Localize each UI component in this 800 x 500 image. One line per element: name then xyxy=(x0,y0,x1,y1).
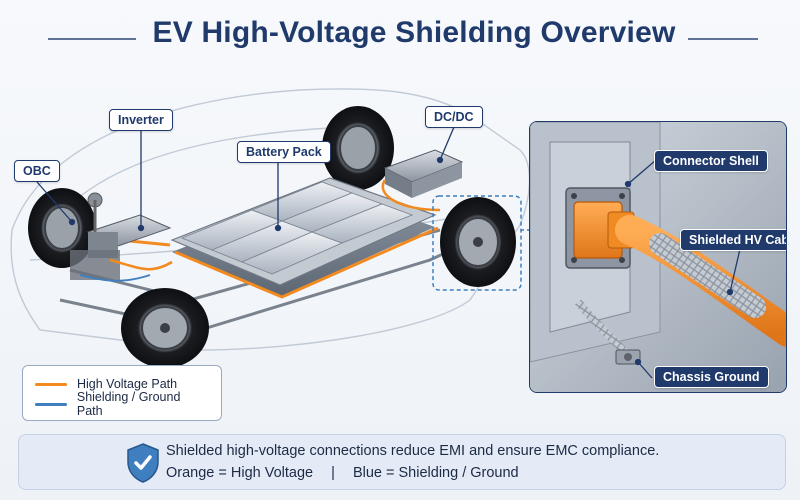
callout-battery-pack: Battery Pack xyxy=(237,141,331,163)
legend: High Voltage Path Shielding / Ground Pat… xyxy=(22,365,222,421)
title-row: EV High-Voltage Shielding Overview xyxy=(0,0,800,78)
connector-detail-panel: Connector Shell Shielded HV Cable Chassi… xyxy=(529,121,787,393)
callout-leaders xyxy=(36,126,455,232)
check-shield-icon xyxy=(127,443,159,483)
info-orange-key: Orange = High Voltage xyxy=(166,465,314,481)
callout-shielded-hv-cable: Shielded HV Cable xyxy=(680,229,786,251)
info-bar: Shielded high-voltage connections reduce… xyxy=(18,434,786,490)
callout-connector-shell: Connector Shell xyxy=(654,150,768,172)
legend-item-shielding: Shielding / Ground Path xyxy=(35,390,209,418)
page-title: EV High-Voltage Shielding Overview xyxy=(152,16,676,49)
legend-label: High Voltage Path xyxy=(77,377,178,391)
callout-obc: OBC xyxy=(14,160,60,182)
rear-wheel-near xyxy=(440,197,516,287)
front-wheel-far xyxy=(28,188,96,268)
info-blue-key: Blue = Shielding / Ground xyxy=(352,465,519,481)
title-rule-right xyxy=(688,38,758,40)
callout-dcdc: DC/DC xyxy=(425,106,483,128)
front-electronics-graphic xyxy=(70,192,173,282)
callout-inverter: Inverter xyxy=(109,109,173,131)
legend-label: Shielding / Ground Path xyxy=(76,390,181,418)
legend-swatch-blue xyxy=(35,402,67,406)
legend-swatch-orange xyxy=(35,382,67,386)
info-line-1: Shielded high-voltage connections reduce… xyxy=(166,443,660,459)
battery-pack-graphic xyxy=(119,177,439,299)
rear-wheel-far xyxy=(322,106,394,190)
info-line-2: Orange = High Voltage | Blue = Shielding… xyxy=(166,465,519,481)
legend-item-high-voltage: High Voltage Path xyxy=(35,374,209,394)
info-separator: | xyxy=(331,465,335,481)
title-rule-left xyxy=(48,38,136,40)
zoom-highlight-box xyxy=(432,195,522,291)
front-wheel-near xyxy=(121,288,209,368)
dcdc-module-graphic xyxy=(381,149,464,212)
callout-chassis-ground: Chassis Ground xyxy=(654,366,769,388)
